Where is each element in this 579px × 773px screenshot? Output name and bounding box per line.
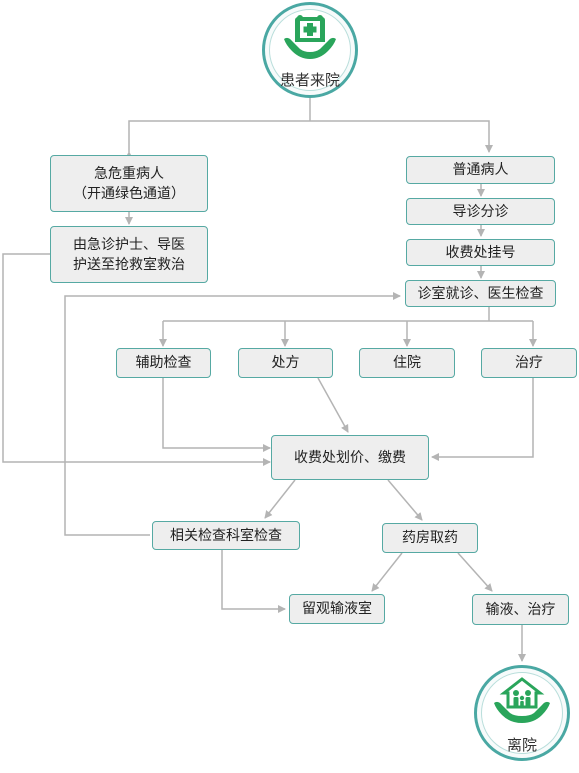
connector-related-consult [64, 292, 401, 536]
treatment-box: 治疗 [481, 348, 577, 378]
connector-related-observation [221, 550, 286, 613]
escort-line1: 由急诊护士、导医 [73, 236, 185, 253]
prescription-box: 处方 [238, 348, 333, 378]
exit-node: 离院 [474, 665, 570, 761]
triage-box: 导诊分诊 [406, 198, 555, 225]
emergency-patient-box: 急危重病人 （开通绿色通道） [50, 155, 208, 212]
connector-start-split [125, 120, 493, 159]
observation-box: 留观输液室 [289, 594, 385, 624]
consult-box: 诊室就诊、医生检查 [405, 280, 556, 307]
start-node: 患者来院 [262, 2, 358, 98]
family-house-hands-icon [494, 677, 550, 723]
start-label: 患者来院 [279, 71, 340, 89]
escort-rescue-box: 由急诊护士、导医 护送至抢救室救治 [50, 226, 208, 283]
connector-aux-payment [162, 378, 271, 452]
connector-rx-payment [317, 377, 349, 433]
connector-pharmacy-infusion [457, 552, 493, 592]
escort-line2: 护送至抢救室救治 [73, 256, 185, 273]
connector-escort-payment [2, 253, 271, 466]
related-check-box: 相关检查科室检查 [152, 521, 300, 550]
connector-payment-related [264, 479, 296, 519]
connector-pharmacy-observation [371, 552, 403, 592]
infusion-box: 输液、治疗 [472, 594, 569, 625]
aux-check-box: 辅助检查 [116, 348, 211, 378]
payment-box: 收费处划价、缴费 [271, 435, 429, 480]
hospital-hands-icon [284, 15, 336, 59]
hospitalization-box: 住院 [359, 348, 455, 378]
register-box: 收费处挂号 [406, 239, 555, 266]
pharmacy-box: 药房取药 [382, 523, 478, 553]
emergency-line1: 急危重病人 [94, 165, 164, 182]
ordinary-patient-box: 普通病人 [406, 156, 555, 184]
emergency-line2: （开通绿色通道） [73, 185, 185, 202]
connector-treat-payment [431, 378, 534, 461]
exit-label: 离院 [506, 736, 537, 754]
connector-payment-pharmacy [387, 479, 423, 521]
